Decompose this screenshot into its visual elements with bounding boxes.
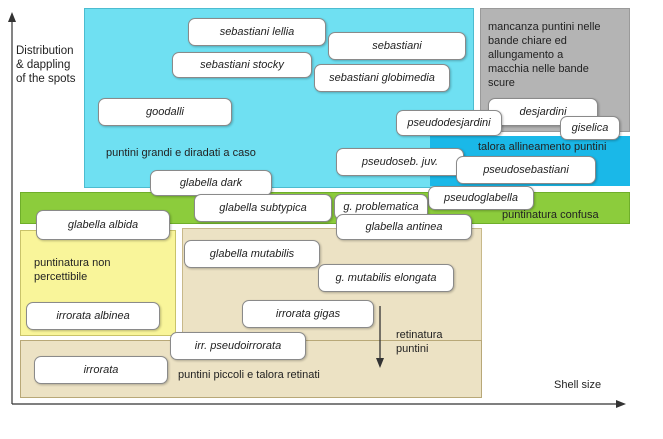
species-sebastiani-globimedia: sebastiani globimedia — [314, 64, 450, 92]
species-sebastiani-stocky: sebastiani stocky — [172, 52, 312, 78]
species-irrorata-gigas: irrorata gigas — [242, 300, 374, 328]
zone-blue-text: talora allineamento puntini — [478, 141, 607, 153]
zone-bottom-text: puntini piccoli e talora retinati — [178, 369, 320, 381]
species-pseudodesjardini: pseudodesjardini — [396, 110, 502, 136]
species-irrorata-albinea: irrorata albinea — [26, 302, 160, 330]
species-glabella-mutabilis: glabella mutabilis — [184, 240, 320, 268]
species-glabella-subtypica: glabella subtypica — [194, 194, 332, 222]
y-axis-arrowhead — [8, 12, 16, 22]
zone-green-text: puntinatura confusa — [502, 209, 599, 221]
zone-tan-text: retinatura puntini — [396, 329, 443, 355]
zone-yellow-text: puntinatura non percettibile — [34, 257, 111, 283]
species-g-mutabilis-elongata: g. mutabilis elongata — [318, 264, 454, 292]
species-sebastiani-lellia: sebastiani lellia — [188, 18, 326, 46]
species-glabella-albida: glabella albida — [36, 210, 170, 240]
species-irr-pseudoirrorata: irr. pseudoirrorata — [170, 332, 306, 360]
x-axis-label: Shell size — [554, 379, 602, 391]
species-goodalli: goodalli — [98, 98, 232, 126]
species-pseudoseb-juv: pseudoseb. juv. — [336, 148, 464, 176]
species-irrorata: irrorata — [34, 356, 168, 384]
y-axis-label: Distribution & dappling of the spots — [16, 45, 76, 85]
zone-cyan-text: puntini grandi e diradati a caso — [106, 147, 256, 159]
down-arrow-icon — [376, 306, 384, 368]
species-glabella-antinea: glabella antinea — [336, 214, 472, 240]
species-giselica: giselica — [560, 116, 620, 140]
x-axis-arrowhead — [616, 400, 626, 408]
species-sebastiani: sebastiani — [328, 32, 466, 60]
species-pseudosebastiani: pseudosebastiani — [456, 156, 596, 184]
species-glabella-dark: glabella dark — [150, 170, 272, 196]
species-pseudoglabella: pseudoglabella — [428, 186, 534, 210]
zone-gray-text: mancanza puntini nelle bande chiare ed a… — [488, 21, 601, 89]
